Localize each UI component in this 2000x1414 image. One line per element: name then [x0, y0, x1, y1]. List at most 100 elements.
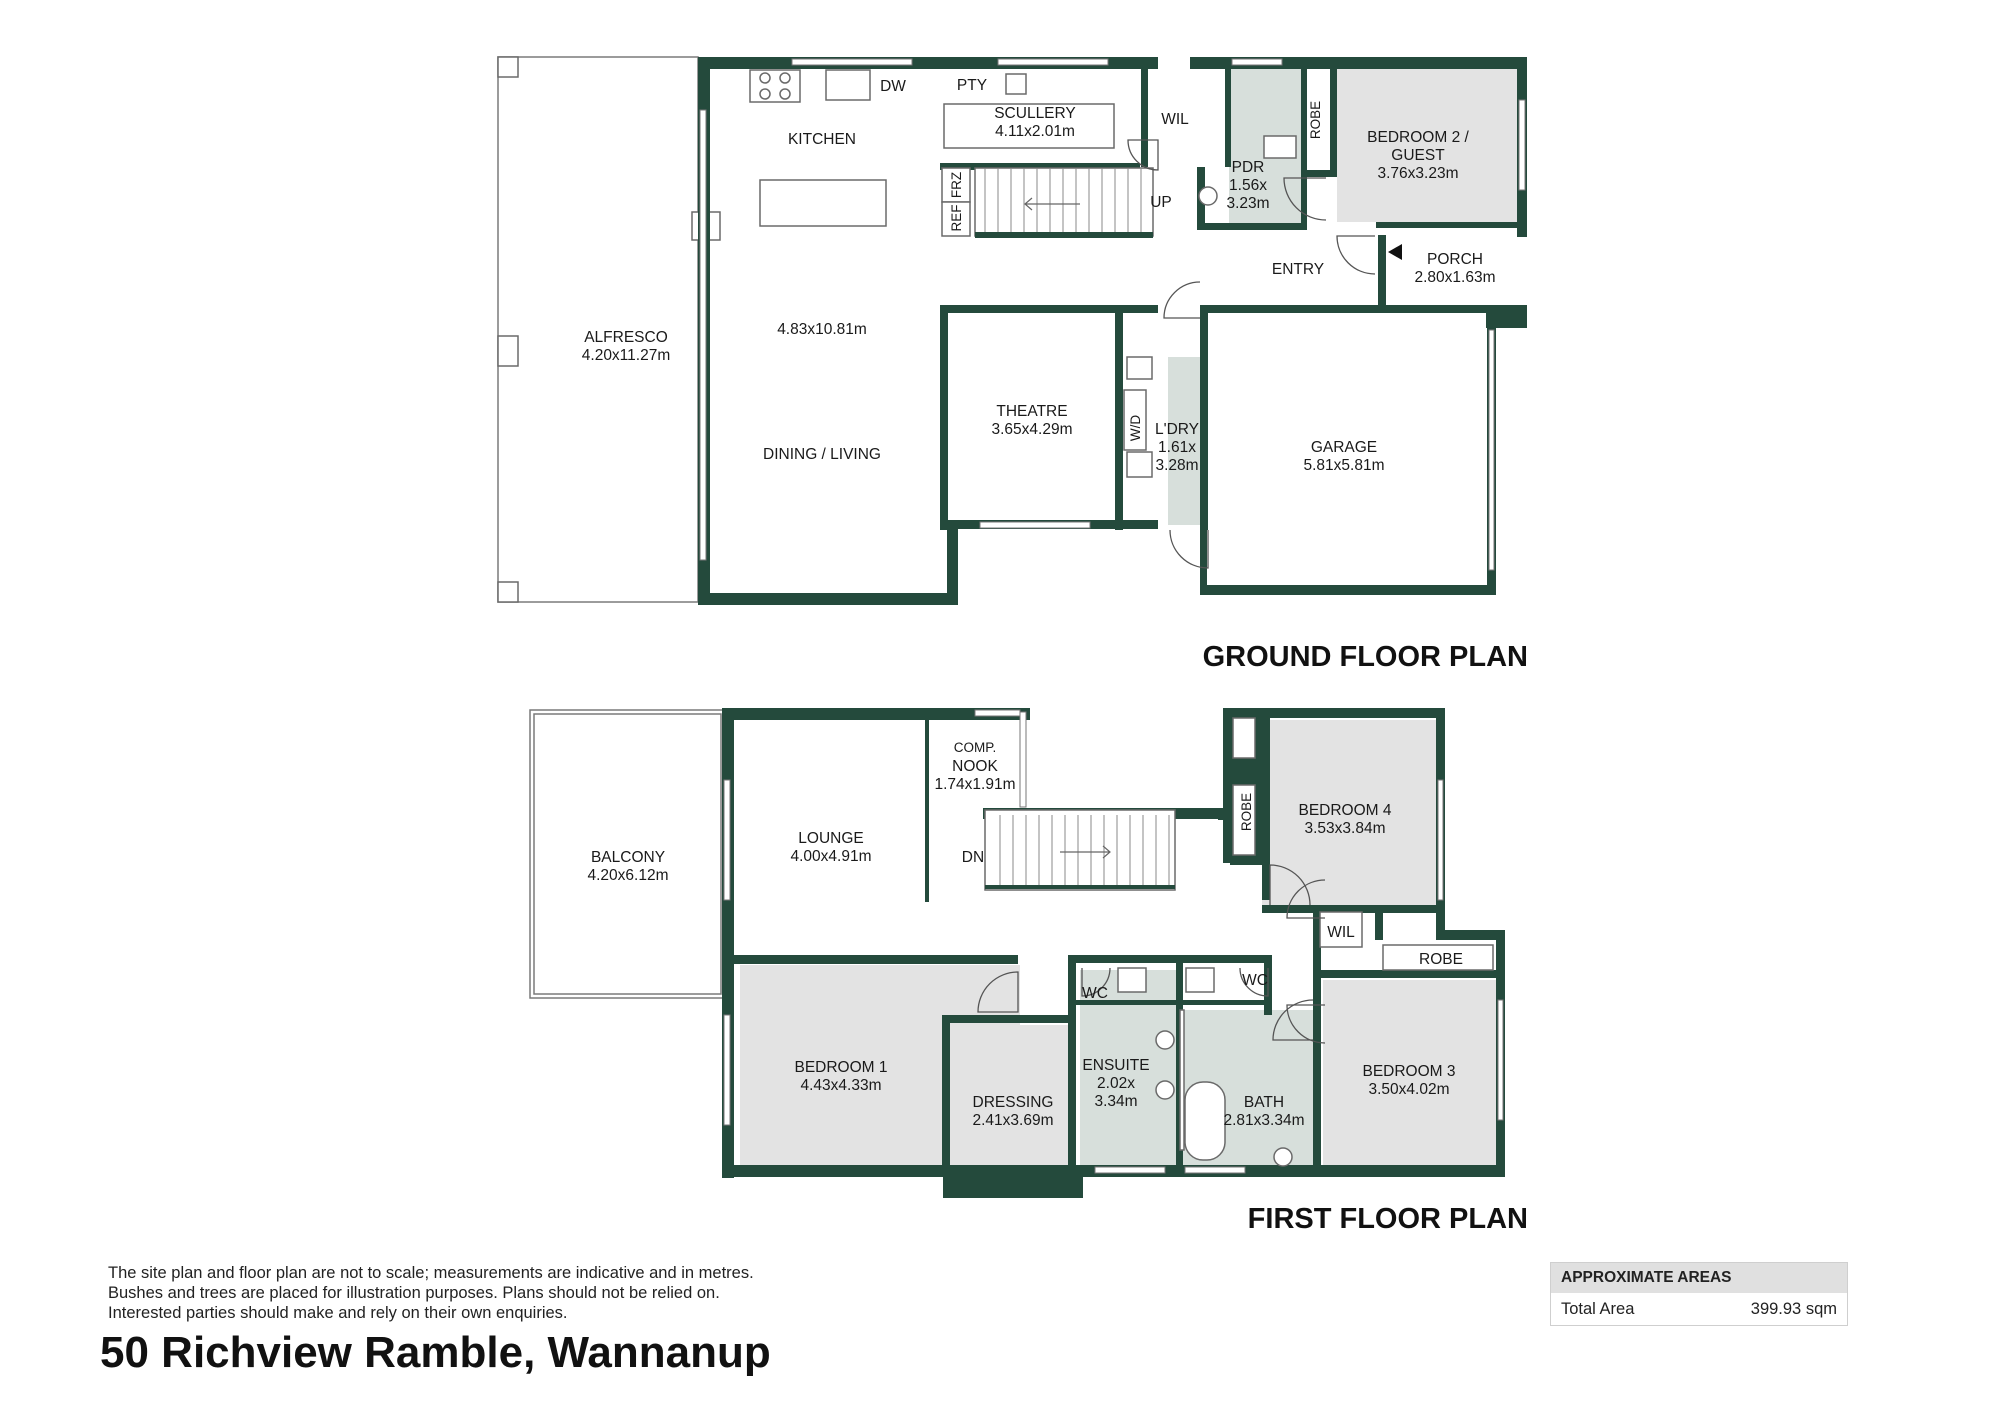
areas-row: Total Area 399.93 sqm — [1551, 1293, 1847, 1325]
room-label: BATH — [1244, 1094, 1284, 1111]
door-swing — [1081, 967, 1111, 997]
window — [1019, 711, 1027, 808]
robe-box — [1382, 944, 1494, 971]
room-label: WC — [1082, 985, 1108, 1002]
alfresco-post — [497, 56, 519, 78]
appliance-label: FRZ — [949, 172, 964, 198]
wall — [1378, 305, 1527, 313]
wall — [1307, 170, 1337, 177]
alfresco-post — [497, 335, 519, 367]
wall — [1200, 585, 1496, 595]
room-label: ROBE — [1239, 793, 1254, 831]
wall — [1223, 708, 1441, 718]
door-swing — [1336, 235, 1376, 275]
room-label: ENSUITE — [1082, 1057, 1149, 1074]
room-size: 2.02x — [1097, 1075, 1135, 1092]
wall — [722, 955, 1018, 964]
wall — [1262, 715, 1270, 900]
room-size: 4.00x4.91m — [791, 848, 872, 865]
window — [997, 58, 1109, 66]
washer — [1126, 356, 1153, 380]
appliance-label: REF — [949, 205, 964, 232]
wall — [1200, 305, 1208, 530]
wall — [943, 1170, 1083, 1198]
room-size: 4.20x11.27m — [582, 347, 670, 364]
first-floor-plan: BALCONY 4.20x6.12m LOUNGE 4.00x4.91m COM… — [529, 708, 1528, 1235]
wall — [1076, 1000, 1179, 1005]
wall — [1147, 57, 1158, 69]
room-label: BEDROOM 1 — [794, 1059, 887, 1076]
door-swing — [1286, 1004, 1326, 1044]
first-floor-title: FIRST FLOOR PLAN — [1248, 1203, 1528, 1235]
wall — [1313, 905, 1321, 975]
door-swing — [1283, 177, 1327, 221]
wall — [1141, 67, 1148, 167]
wall — [1330, 67, 1337, 174]
room-size: 3.76x3.23m — [1378, 165, 1459, 182]
total-area-value: 399.93 sqm — [1750, 1300, 1837, 1318]
property-address: 50 Richview Ramble, Wannanup — [100, 1328, 771, 1377]
room-size: 1.56x — [1229, 177, 1267, 194]
room-size: 2.81x3.34m — [1224, 1112, 1305, 1129]
sliding-door — [699, 109, 707, 561]
stair-treads — [999, 815, 1170, 885]
wall — [1183, 1000, 1268, 1005]
room-label: WC — [1242, 972, 1268, 989]
stair-arrow-icon — [1060, 845, 1111, 859]
door-swing — [1286, 879, 1326, 919]
room-size: 3.65x4.29m — [992, 421, 1073, 438]
dressing-fill — [955, 1025, 1073, 1175]
room-size: 3.23m — [1226, 195, 1269, 212]
window — [723, 1014, 731, 1126]
staircase — [974, 167, 1154, 237]
room-label: DINING / LIVING — [763, 446, 881, 463]
room-label: BEDROOM 4 — [1298, 802, 1391, 819]
door-swing — [1169, 529, 1209, 569]
wall — [1376, 222, 1527, 228]
wall — [985, 885, 1175, 889]
wall — [975, 232, 1153, 238]
room-label: NOOK — [952, 758, 998, 775]
wall — [1068, 955, 1076, 1170]
burner — [759, 72, 771, 84]
room-label: COMP. — [954, 740, 997, 755]
wall — [1218, 808, 1230, 820]
room-size: 3.34m — [1094, 1093, 1137, 1110]
bathtub — [1184, 1081, 1226, 1161]
burner — [759, 88, 771, 100]
stair-label: DN — [962, 849, 984, 866]
wall — [1223, 708, 1233, 863]
wall — [722, 708, 1030, 720]
basin — [1155, 1030, 1175, 1050]
room-label: BEDROOM 3 — [1362, 1063, 1455, 1080]
disclaimer: The site plan and floor plan are not to … — [108, 1263, 928, 1323]
kitchen-sink — [825, 69, 871, 101]
total-area-label: Total Area — [1561, 1300, 1635, 1318]
room-label: BEDROOM 2 / — [1367, 129, 1469, 146]
door-swing — [1127, 139, 1159, 171]
burner — [779, 72, 791, 84]
wall — [1436, 930, 1505, 940]
room-size: 3.28m — [1155, 457, 1198, 474]
window — [974, 709, 1021, 717]
room-size: 2.41x3.69m — [973, 1112, 1054, 1129]
room-label: L'DRY — [1155, 421, 1199, 438]
window — [1094, 1166, 1166, 1174]
room-size: 4.83x10.81m — [777, 321, 867, 338]
wall — [925, 712, 929, 902]
room-label: PTY — [957, 77, 987, 94]
room-label: LOUNGE — [798, 830, 863, 847]
stair-treads — [984, 168, 1142, 236]
door-swing — [977, 971, 1019, 1013]
room-size: 4.43x4.33m — [801, 1077, 882, 1094]
basin — [1273, 1147, 1293, 1167]
room-label: ALFRESCO — [584, 329, 668, 346]
wall — [947, 522, 958, 605]
room-label: ROBE — [1419, 951, 1463, 968]
room-label: DRESSING — [973, 1094, 1054, 1111]
sliding-door — [723, 779, 731, 901]
wall — [940, 305, 948, 530]
toilet — [1263, 135, 1297, 159]
disclaimer-line: Interested parties should make and rely … — [108, 1304, 568, 1322]
room-label: ROBE — [1308, 101, 1323, 139]
